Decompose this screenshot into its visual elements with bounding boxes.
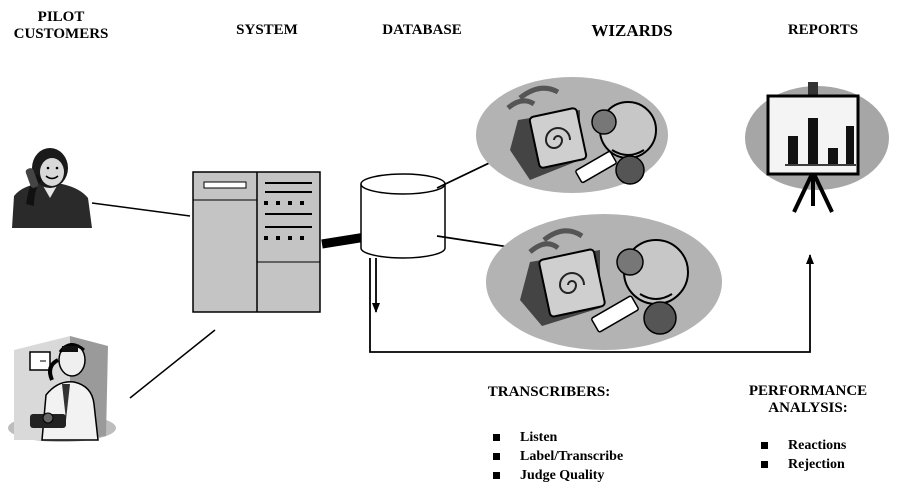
performance-list: Reactions Rejection [758,436,846,474]
performance-item-reactions: Reactions [758,436,846,455]
system-header: SYSTEM [236,22,298,38]
reports-chart-board-illustration [745,82,889,213]
pilot-customers-header: PILOT CUSTOMERS [10,9,112,43]
performance-title-line2: ANALYSIS: [768,400,848,416]
customer2-to-system-line [129,329,216,399]
transcribers-list: Listen Label/Transcribe Judge Quality [490,428,623,485]
wizards-header: WIZARDS [591,21,673,40]
database-header: DATABASE [382,22,462,38]
database-to-reports-loop-arrow [369,254,814,353]
wizard-transcriber-1-illustration [476,77,668,193]
system-server-illustration [192,171,321,313]
transcribers-title: TRANSCRIBERS: [487,384,611,400]
wizard-transcriber-2-illustration [486,214,722,350]
pilot-customer-man-illustration [8,336,116,442]
transcribers-item-judge-quality: Judge Quality [490,466,623,485]
database-cylinder [360,173,446,259]
performance-analysis-title: PERFORMANCE ANALYSIS: [738,383,878,417]
pilot-customer-woman-illustration [10,148,92,230]
transcribers-item-label-transcribe: Label/Transcribe [490,447,623,466]
reports-header: REPORTS [787,22,859,38]
performance-item-rejection: Rejection [758,455,846,474]
pilot-customers-header-line2: CUSTOMERS [13,26,109,42]
transcribers-item-listen: Listen [490,428,623,447]
pilot-customers-header-line1: PILOT [37,9,85,25]
performance-title-line1: PERFORMANCE [748,383,868,399]
customer1-to-system-line [91,202,191,217]
